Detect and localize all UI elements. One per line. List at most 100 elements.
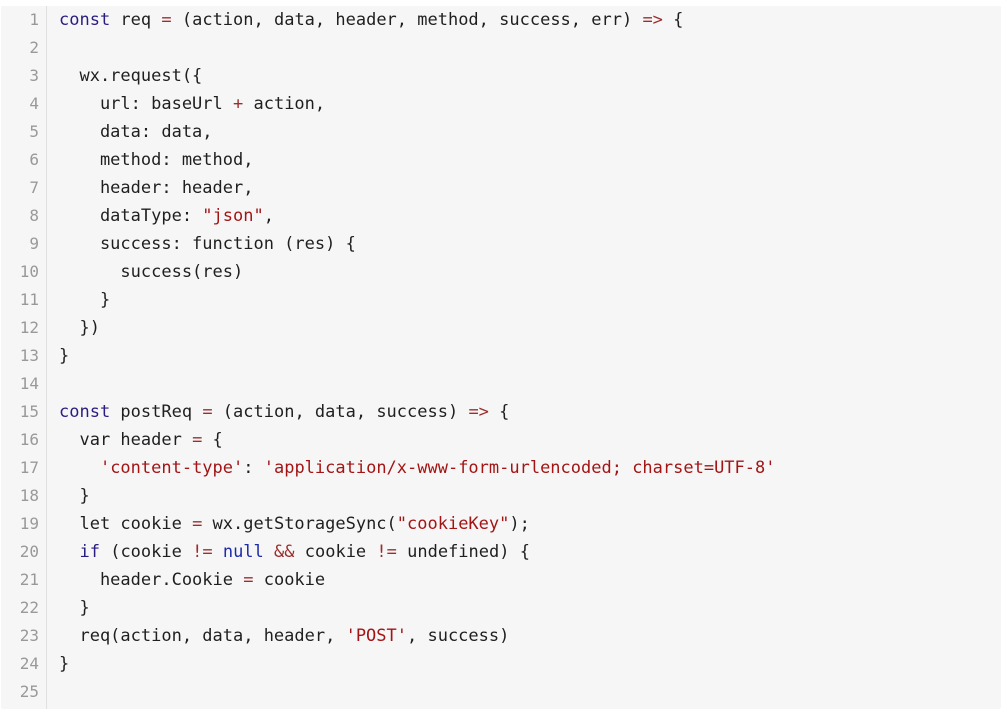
code-line: 24} — [1, 650, 1001, 678]
code-token: = — [243, 570, 254, 590]
line-number: 3 — [29, 66, 39, 85]
code-token: { — [202, 430, 223, 450]
code-token: wx.request({ — [59, 66, 203, 86]
code-token: undefined) { — [396, 542, 530, 562]
code-token: }) — [59, 318, 100, 338]
code-line: 10 success(res) — [1, 258, 1001, 286]
code-line: 25 — [1, 678, 1001, 706]
code-token: success: function (res) { — [59, 234, 356, 254]
line-number: 13 — [19, 346, 39, 365]
code-token: ); — [509, 514, 530, 534]
code-token: data: data, — [59, 122, 213, 142]
code-token: = — [202, 402, 213, 422]
code-token: url: baseUrl — [59, 94, 233, 114]
code-token: (cookie — [99, 542, 193, 562]
code-line: 2 — [1, 34, 1001, 62]
line-number: 11 — [19, 290, 39, 309]
line-number: 8 — [29, 206, 39, 225]
code-token: const — [59, 10, 111, 30]
code-token: cookie — [294, 542, 377, 562]
code-token: } — [59, 598, 90, 618]
line-number: 16 — [19, 430, 39, 449]
code-token: var header — [59, 430, 193, 450]
code-token: null — [222, 542, 264, 562]
code-line: 11 } — [1, 286, 1001, 314]
line-code: success: function (res) { — [59, 230, 356, 258]
code-token: } — [59, 486, 90, 506]
line-number-gutter — [1, 6, 47, 709]
line-code: if (cookie != null && cookie != undefine… — [59, 538, 530, 566]
code-token: const — [59, 402, 111, 422]
line-code: wx.request({ — [59, 62, 202, 90]
code-token: , — [263, 206, 274, 226]
line-code: req(action, data, header, 'POST', succes… — [59, 622, 509, 650]
code-line: 7 header: header, — [1, 174, 1001, 202]
code-line: 14 — [1, 370, 1001, 398]
code-line: 23 req(action, data, header, 'POST', suc… — [1, 622, 1001, 650]
code-token: postReq — [110, 402, 203, 422]
code-token: "cookieKey" — [396, 514, 510, 534]
line-number: 4 — [29, 94, 39, 113]
line-number: 17 — [19, 458, 39, 477]
code-line: 8 dataType: "json", — [1, 202, 1001, 230]
code-token: let cookie — [59, 514, 193, 534]
code-line: 3 wx.request({ — [1, 62, 1001, 90]
code-token: && — [274, 542, 295, 562]
line-number: 25 — [19, 682, 39, 701]
code-line: 6 method: method, — [1, 146, 1001, 174]
line-code: dataType: "json", — [59, 202, 274, 230]
code-token: != — [376, 542, 397, 562]
code-line: 21 header.Cookie = cookie — [1, 566, 1001, 594]
line-code: header: header, — [59, 174, 254, 202]
line-number: 23 — [19, 626, 39, 645]
code-token: } — [59, 346, 70, 366]
line-number: 24 — [19, 654, 39, 673]
code-token — [59, 542, 79, 562]
code-token: req(action, data, header, — [59, 626, 346, 646]
code-token: action, — [243, 94, 326, 114]
code-token: success(res) — [59, 262, 244, 282]
code-line: 15 const postReq = (action, data, success… — [1, 398, 1001, 426]
code-token: => — [468, 402, 489, 422]
code-token: : — [243, 458, 264, 478]
line-number: 7 — [29, 178, 39, 197]
line-code: var header = { — [59, 426, 223, 454]
line-code: }) — [59, 314, 100, 342]
code-line: 13} — [1, 342, 1001, 370]
code-line: 16 var header = { — [1, 426, 1001, 454]
code-line: 17 'content-type': 'application/x-www-fo… — [1, 454, 1001, 482]
code-token: } — [59, 654, 70, 674]
line-code: const postReq = (action, data, success) … — [59, 398, 509, 426]
line-number: 22 — [19, 598, 39, 617]
line-code: } — [59, 650, 69, 678]
code-token: + — [233, 94, 244, 114]
line-code: } — [59, 594, 90, 622]
code-token — [59, 458, 100, 478]
line-number: 5 — [29, 122, 39, 141]
code-token: header.Cookie — [59, 570, 244, 590]
code-line: 20 if (cookie != null && cookie != undef… — [1, 538, 1001, 566]
code-token: method: method, — [59, 150, 254, 170]
code-line: 12 }) — [1, 314, 1001, 342]
code-token: = — [192, 514, 203, 534]
code-token: wx.getStorageSync( — [202, 514, 397, 534]
code-token: = — [192, 430, 203, 450]
line-code: header.Cookie = cookie — [59, 566, 325, 594]
code-token: if — [79, 542, 100, 562]
line-code: method: method, — [59, 146, 254, 174]
code-token: => — [642, 10, 663, 30]
line-number: 6 — [29, 150, 39, 169]
line-code: } — [59, 482, 90, 510]
code-line: 19 let cookie = wx.getStorageSync("cooki… — [1, 510, 1001, 538]
line-code: } — [59, 286, 110, 314]
code-token: 'application/x-www-form-urlencoded; char… — [263, 458, 776, 478]
code-token: } — [59, 290, 111, 310]
code-line: 5 data: data, — [1, 118, 1001, 146]
code-line: 18 } — [1, 482, 1001, 510]
line-number: 15 — [19, 402, 39, 421]
line-number: 19 — [19, 514, 39, 533]
code-token: req — [110, 10, 162, 30]
line-number: 10 — [19, 262, 39, 281]
